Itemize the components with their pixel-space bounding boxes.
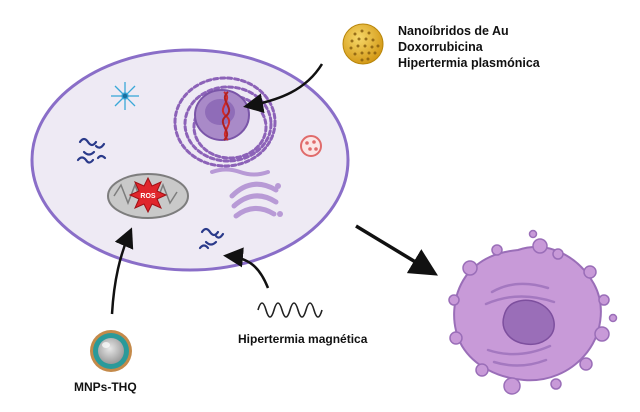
dna-icon: [221, 91, 231, 141]
dying-cell-icon: [448, 229, 618, 395]
ribosome-cluster-left: [76, 137, 107, 164]
ribosome-cluster-bottom: [198, 227, 225, 250]
nanoparticle-label: MNPs-THQ: [74, 380, 137, 394]
er-fragment: [210, 167, 270, 177]
sine-wave-icon: [257, 302, 323, 318]
arrow-cell-to-death: [355, 224, 438, 276]
golgi-apparatus: [229, 181, 283, 219]
arrow-au-to-nucleus: [243, 63, 324, 114]
core-shell-nanoparticle-icon: [90, 330, 132, 372]
dying-cell-nucleus: [502, 299, 555, 346]
magnetic-hyperthermia-label: Hipertermia magnética: [238, 332, 368, 346]
nucleus: [173, 76, 277, 168]
arrow-magnetic-to-cell: [223, 247, 270, 289]
au-line-1: Nanoíbridos de Au: [398, 24, 509, 38]
au-line-2: Doxorrubicina: [398, 40, 483, 54]
arrow-mnp-to-mitochondrion: [110, 227, 134, 315]
au-line-3: Hipertermia plasmónica: [398, 56, 540, 70]
gold-nanosphere-icon: [342, 23, 384, 65]
cell-membrane: [30, 48, 350, 272]
ros-label: ROS: [140, 193, 156, 200]
lysosome-icon: [300, 135, 322, 157]
ros-burst-icon: ROS: [128, 176, 168, 214]
centrosome-icon: [111, 82, 139, 110]
au-treatment-label: Nanoíbridos de Au Doxorrubicina Hiperter…: [398, 24, 540, 72]
